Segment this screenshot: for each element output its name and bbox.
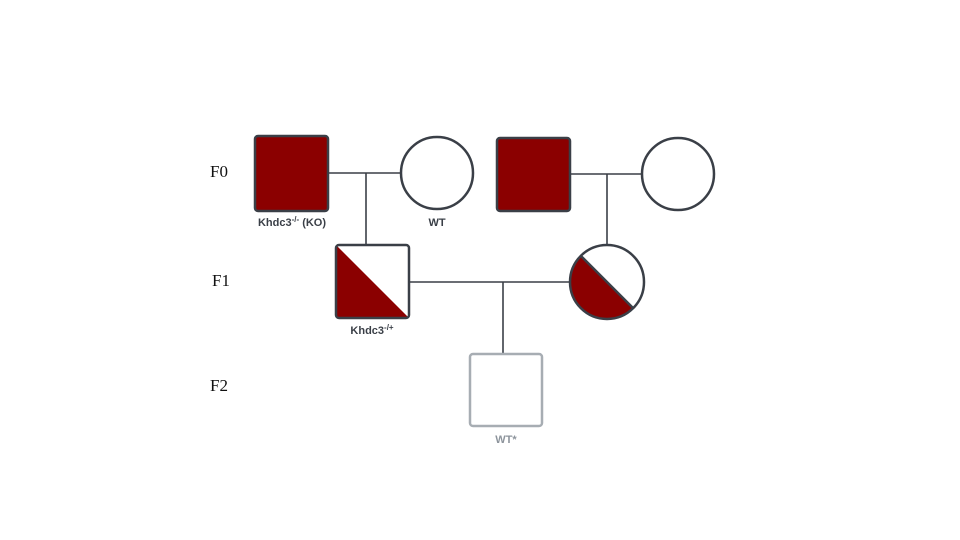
label-f0-male-ko: Khdc3-/- (KO)	[258, 215, 326, 229]
individual-f0-female-2	[640, 136, 716, 212]
circle-outline	[568, 243, 646, 321]
individual-f1-male-het	[334, 243, 411, 320]
individual-f1-female-het	[568, 243, 646, 321]
individual-f0-male-ko	[253, 134, 330, 213]
individual-f2-male-wt	[468, 352, 544, 428]
individual-f0-female-wt	[399, 135, 475, 211]
carrier-fill	[336, 245, 409, 318]
generation-label-f2: F2	[210, 376, 228, 395]
generation-label-f1: F1	[212, 271, 230, 290]
carrier-fill	[570, 245, 644, 319]
generation-label-f0: F0	[210, 162, 228, 181]
label-f1-male-het: Khdc3-/+	[350, 323, 394, 337]
label-f0-female-wt: WT	[428, 217, 445, 229]
connector-lines	[328, 172, 643, 354]
square-outline	[334, 243, 411, 320]
individual-f0-male-2	[495, 136, 572, 213]
label-f2-male-wt: WT*	[495, 434, 517, 446]
carrier-divider	[580, 255, 634, 309]
